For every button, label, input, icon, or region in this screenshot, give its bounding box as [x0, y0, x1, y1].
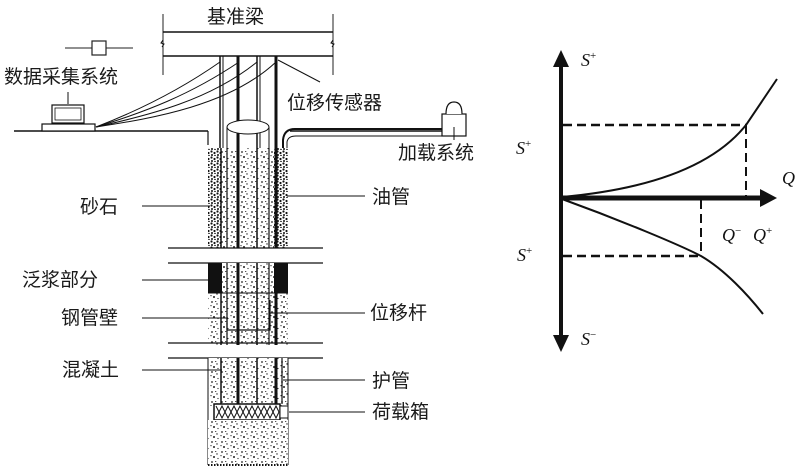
- lower-level-label: S+: [517, 245, 533, 265]
- oil-pipe-line: [282, 128, 442, 148]
- q-minus-label: Q−: [722, 225, 742, 245]
- sensor-cables: [95, 61, 277, 128]
- oil-pipe-label: 油管: [372, 186, 411, 208]
- load-box-label: 荷载箱: [372, 401, 430, 423]
- concrete-label: 混凝土: [62, 359, 120, 381]
- q-plus-label: Q+: [753, 225, 773, 245]
- pile-lower-section: [207, 358, 289, 465]
- data-acquisition-label: 数据采集系统: [4, 66, 119, 88]
- sensor-leader: [277, 59, 321, 83]
- upward-load-curve: [561, 78, 778, 198]
- reference-beam: [160, 14, 335, 75]
- displacement-rod-label: 位移杆: [370, 302, 428, 324]
- left-leader-lines: [142, 205, 228, 371]
- gravel-label: 砂石: [80, 196, 119, 218]
- grout-section-label: 泛浆部分: [22, 269, 99, 291]
- x-axis-label: Q: [782, 168, 795, 188]
- protective-pipe-label: 护管: [372, 370, 411, 392]
- loading-system-label: 加载系统: [398, 142, 475, 164]
- upper-level-label: S+: [516, 138, 532, 158]
- connector-symbol: [65, 40, 133, 56]
- reference-beam-label: 基准梁: [207, 6, 265, 28]
- load-box-icon: [213, 403, 289, 421]
- pile-bottom-concrete: [208, 420, 288, 466]
- steel-pipe-wall-label: 钢管壁: [61, 307, 119, 329]
- y-axis-arrow-up: [553, 50, 569, 67]
- pile-upper-section: [208, 148, 288, 248]
- pile-middle-section: [208, 263, 288, 345]
- displacement-sensor-label: 位移传感器: [287, 92, 383, 114]
- x-axis-arrow: [760, 189, 777, 207]
- y-axis-top-label: S+: [581, 50, 597, 70]
- sq-curve-diagram: [553, 50, 778, 352]
- computer-icon: [41, 92, 96, 132]
- y-axis-bottom-label: S−: [581, 329, 597, 349]
- right-leader-lines: [270, 195, 365, 413]
- displacement-rods: [219, 56, 278, 150]
- y-axis-arrow-down: [553, 335, 569, 352]
- downward-load-curve: [561, 198, 764, 315]
- pile-top-cylinder: [226, 119, 270, 148]
- loading-system-icon: [441, 101, 467, 140]
